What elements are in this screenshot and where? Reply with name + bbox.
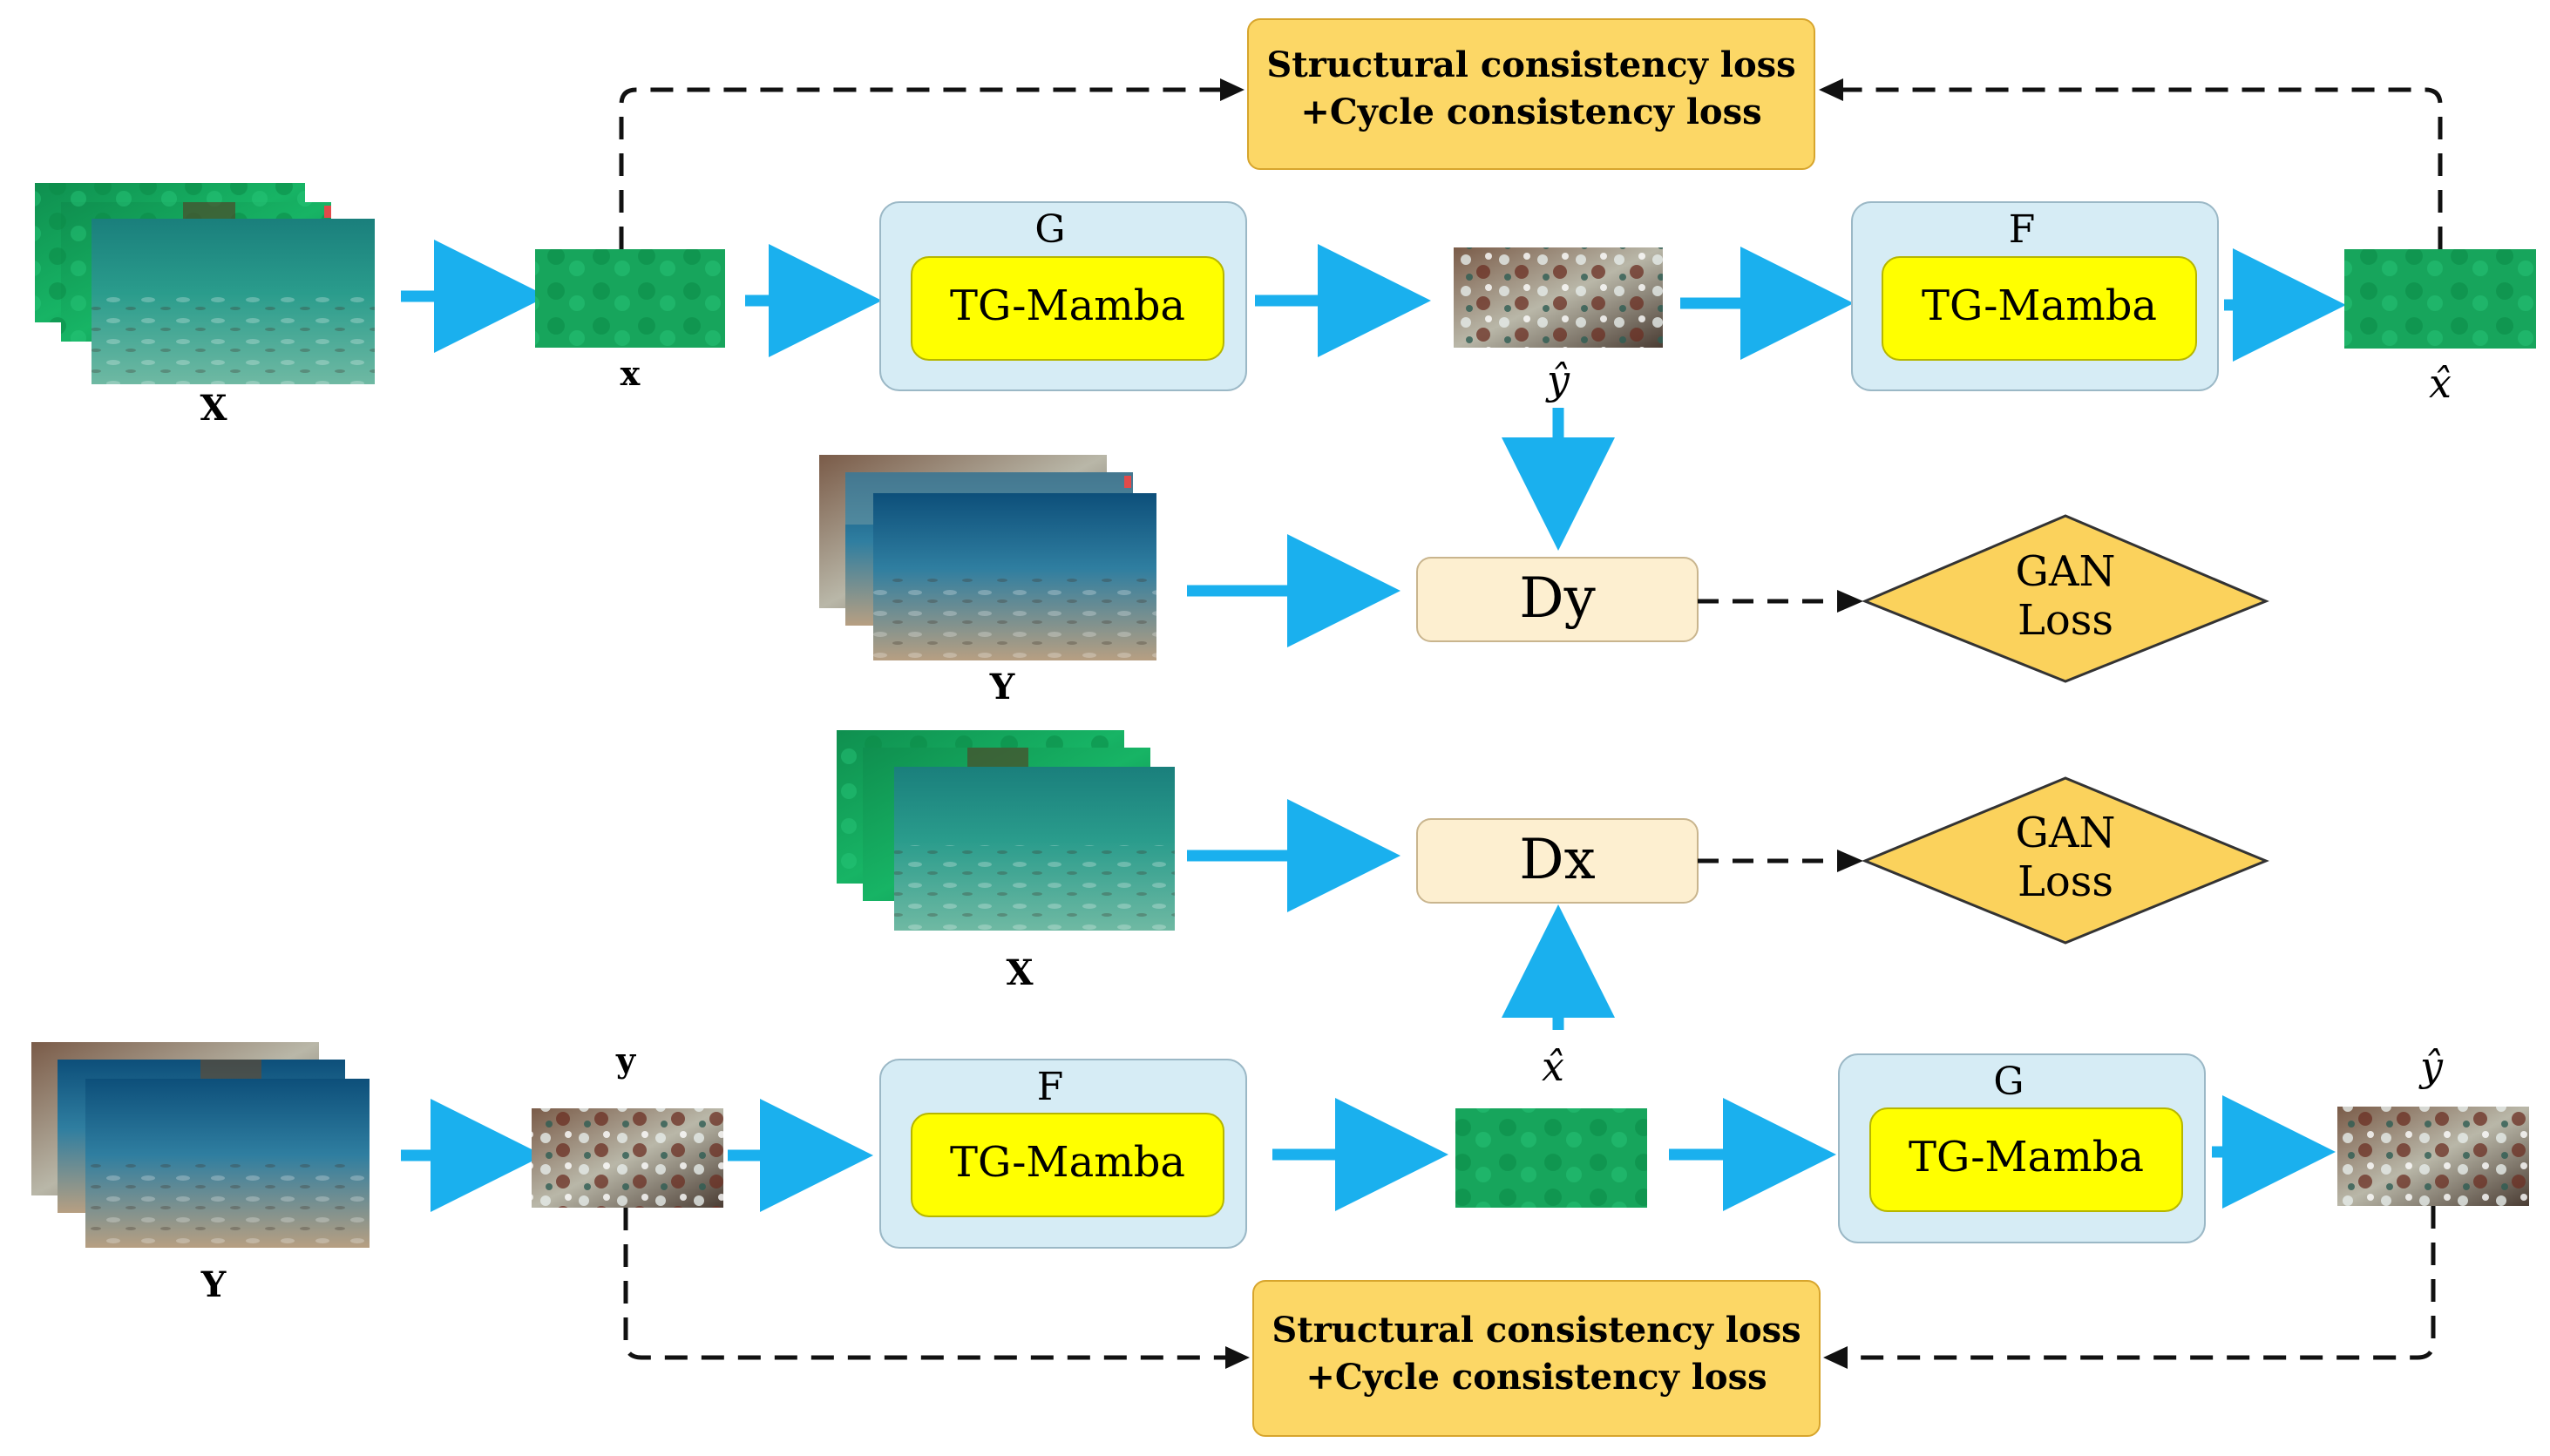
xhat-image-bottom (1455, 1108, 1647, 1208)
loss-top-line1: Structural consistency loss (1266, 44, 1795, 85)
tg-mamba-box-top-f (1882, 256, 2197, 361)
loss-bottom-line2: +Cycle consistency loss (1306, 1357, 1767, 1398)
arrowhead-x-loss-top (1220, 78, 1244, 101)
xhat-image-top (2344, 249, 2536, 349)
tg-mamba-box-top-g (911, 256, 1224, 361)
gan-bottom-line1: GAN (2015, 809, 2115, 857)
x-domain-stack-top (35, 183, 375, 384)
loss-box-bottom (1252, 1280, 1821, 1437)
dashed-yhat-to-loss-bottom (1848, 1206, 2436, 1360)
y-domain-stack-mid (819, 455, 1156, 660)
loss-bottom-line1: Structural consistency loss (1272, 1310, 1801, 1351)
y-image (532, 1108, 723, 1208)
gan-top-line1: GAN (2015, 547, 2115, 596)
g-label-top: G (1034, 207, 1065, 252)
yhat-label-top: ŷ (1545, 356, 1570, 403)
gan-loss-diamond-bottom (1862, 776, 2269, 945)
dashed-x-to-loss-top (619, 87, 1220, 249)
dashed-xhat-to-loss-top (1843, 87, 2443, 249)
x-domain-label-top: X (200, 388, 227, 429)
tg-mamba-box-bottom-f (911, 1113, 1224, 1217)
tg-mamba-text-top-f: TG-Mamba (1922, 281, 2157, 330)
gan-loss-diamond-top (1862, 514, 2269, 683)
f-label-top: F (2009, 207, 2036, 252)
x-image (535, 249, 725, 348)
y-label: y (615, 1040, 636, 1080)
dx-label: Dx (1519, 828, 1595, 892)
arrowhead-dy-gan (1837, 590, 1863, 613)
yhat-image-bottom (2337, 1107, 2529, 1206)
tg-mamba-box-bottom-g (1869, 1107, 2183, 1212)
yhat-label-bottom: ŷ (2418, 1043, 2444, 1090)
y-set-label: Y (989, 667, 1015, 708)
tg-mamba-text-bottom-g: TG-Mamba (1909, 1133, 2144, 1182)
tg-mamba-text-top-g: TG-Mamba (950, 281, 1185, 330)
dashed-y-to-loss-bottom (623, 1208, 1225, 1360)
xhat-label-top: x̂ (2429, 360, 2452, 407)
y-domain-stack-bottom (31, 1042, 370, 1248)
loss-top-line2: +Cycle consistency loss (1300, 91, 1761, 132)
tg-mamba-text-bottom-f: TG-Mamba (950, 1138, 1185, 1187)
dy-label: Dy (1519, 566, 1595, 631)
x-label: x (621, 354, 641, 393)
arrowhead-yhat-loss-bottom (1823, 1346, 1848, 1369)
f-label-bottom: F (1037, 1065, 1064, 1109)
arrowhead-dx-gan (1837, 850, 1863, 872)
g-label-bottom: G (1993, 1060, 2024, 1104)
y-domain-label-bottom: Y (200, 1264, 227, 1305)
arrowhead-xhat-loss-top (1819, 78, 1843, 101)
gan-bottom-line2: Loss (2018, 857, 2113, 906)
arrowhead-y-loss-bottom (1225, 1346, 1250, 1369)
x-set-label: X (1006, 952, 1033, 993)
xhat-label-bottom: x̂ (1542, 1043, 1564, 1090)
gan-top-line2: Loss (2018, 596, 2113, 645)
loss-box-top (1247, 18, 1815, 170)
x-domain-stack-mid (837, 730, 1175, 931)
yhat-image-top (1454, 247, 1663, 348)
